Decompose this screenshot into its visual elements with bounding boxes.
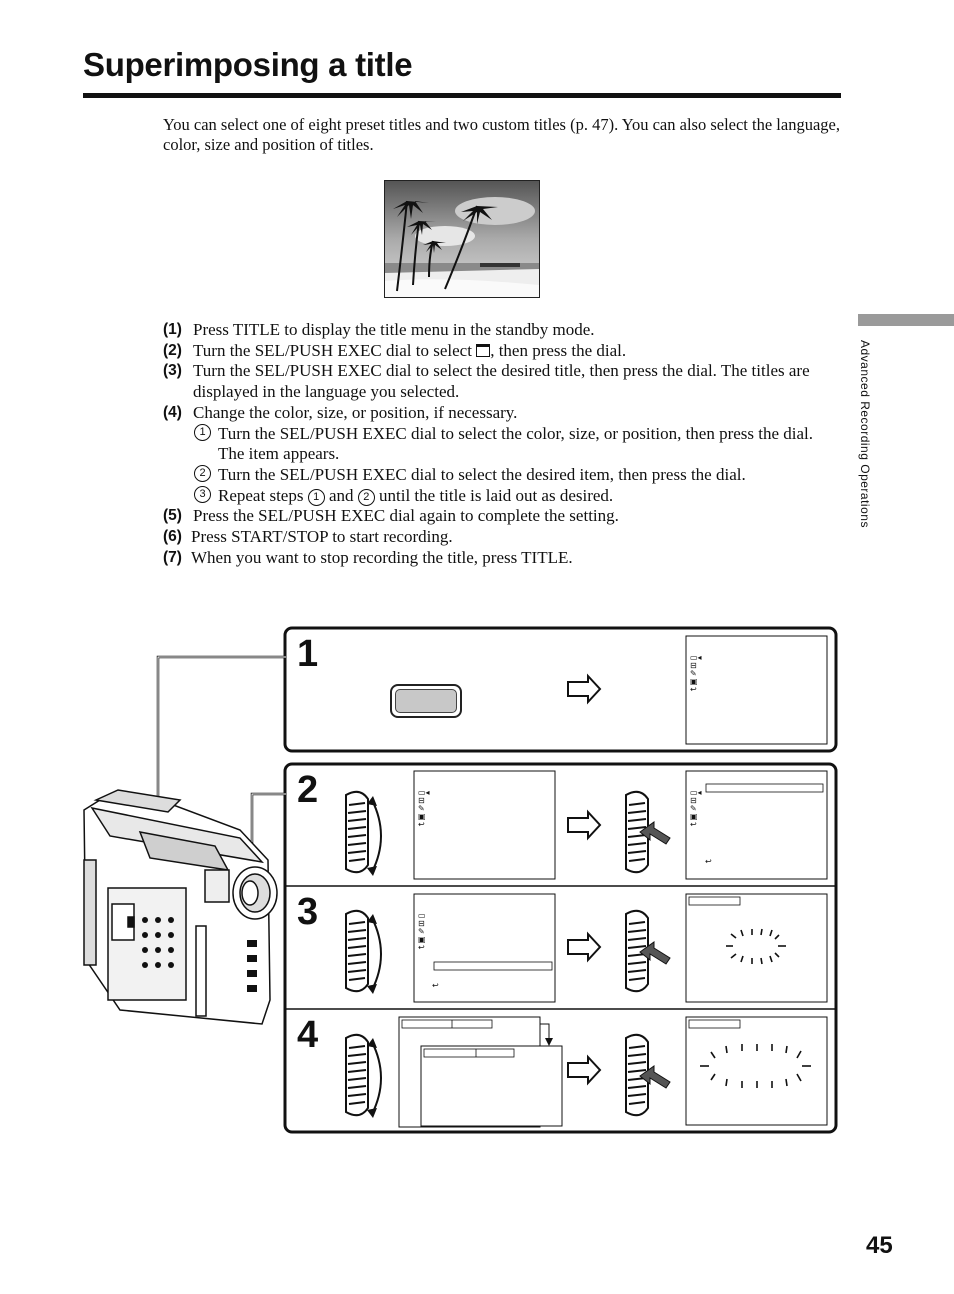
svg-text:▣: ▣ [690,812,698,821]
camcorder [83,789,278,1025]
title-button [390,684,462,718]
step-7: (7)When you want to stop recording the t… [163,547,573,567]
svg-text:✎: ✎ [690,804,697,813]
intro-paragraph: You can select one of eight preset title… [163,115,840,154]
svg-text:✎: ✎ [418,804,425,813]
svg-text:▭◂: ▭◂ [690,653,702,662]
step-2: (2)Turn the SEL/PUSH EXEC dial to select… [163,340,627,360]
svg-text:⊟: ⊟ [418,919,425,928]
page-number: 45 [866,1232,893,1259]
svg-text:↩: ↩ [418,820,425,829]
panel-number-3: 3 [297,891,318,933]
svg-text:↩: ↩ [690,820,697,829]
svg-text:↩: ↩ [432,981,439,990]
svg-text:↩: ↩ [690,685,697,694]
svg-text:▭◂: ▭◂ [690,788,702,797]
svg-text:▣: ▣ [418,812,426,821]
panel-number-2: 2 [297,769,318,811]
svg-text:⊟: ⊟ [690,796,697,805]
page-title: Superimposing a title [83,46,413,83]
section-tab-bar [858,314,954,326]
instruction-steps: (1)Press TITLE to display the title menu… [163,320,843,568]
svg-text:↩: ↩ [418,943,425,952]
step-6: (6)Press START/STOP to start recording. [163,527,453,547]
folder-icon [476,343,491,357]
svg-text:▣: ▣ [690,677,698,686]
step-4: (4)Change the color, size, or position, … [163,402,518,422]
panel-number-1: 1 [297,633,318,675]
svg-text:✎: ✎ [690,669,697,678]
beach-photo [384,180,540,298]
svg-text:⊟: ⊟ [690,661,697,670]
title-rule [83,93,841,98]
step-5: (5)Press the SEL/PUSH EXEC dial again to… [163,506,619,526]
svg-text:⊟: ⊟ [418,796,425,805]
step-1: (1)Press TITLE to display the title menu… [163,320,595,339]
svg-text:▣: ▣ [418,935,426,944]
svg-text:▭: ▭ [418,911,426,920]
svg-text:✎: ✎ [418,927,425,936]
panel-number-4: 4 [297,1014,318,1056]
svg-text:↩: ↩ [705,857,712,866]
svg-text:▭◂: ▭◂ [418,788,430,797]
step-3: (3)Turn the SEL/PUSH EXEC dial to select… [163,361,810,402]
